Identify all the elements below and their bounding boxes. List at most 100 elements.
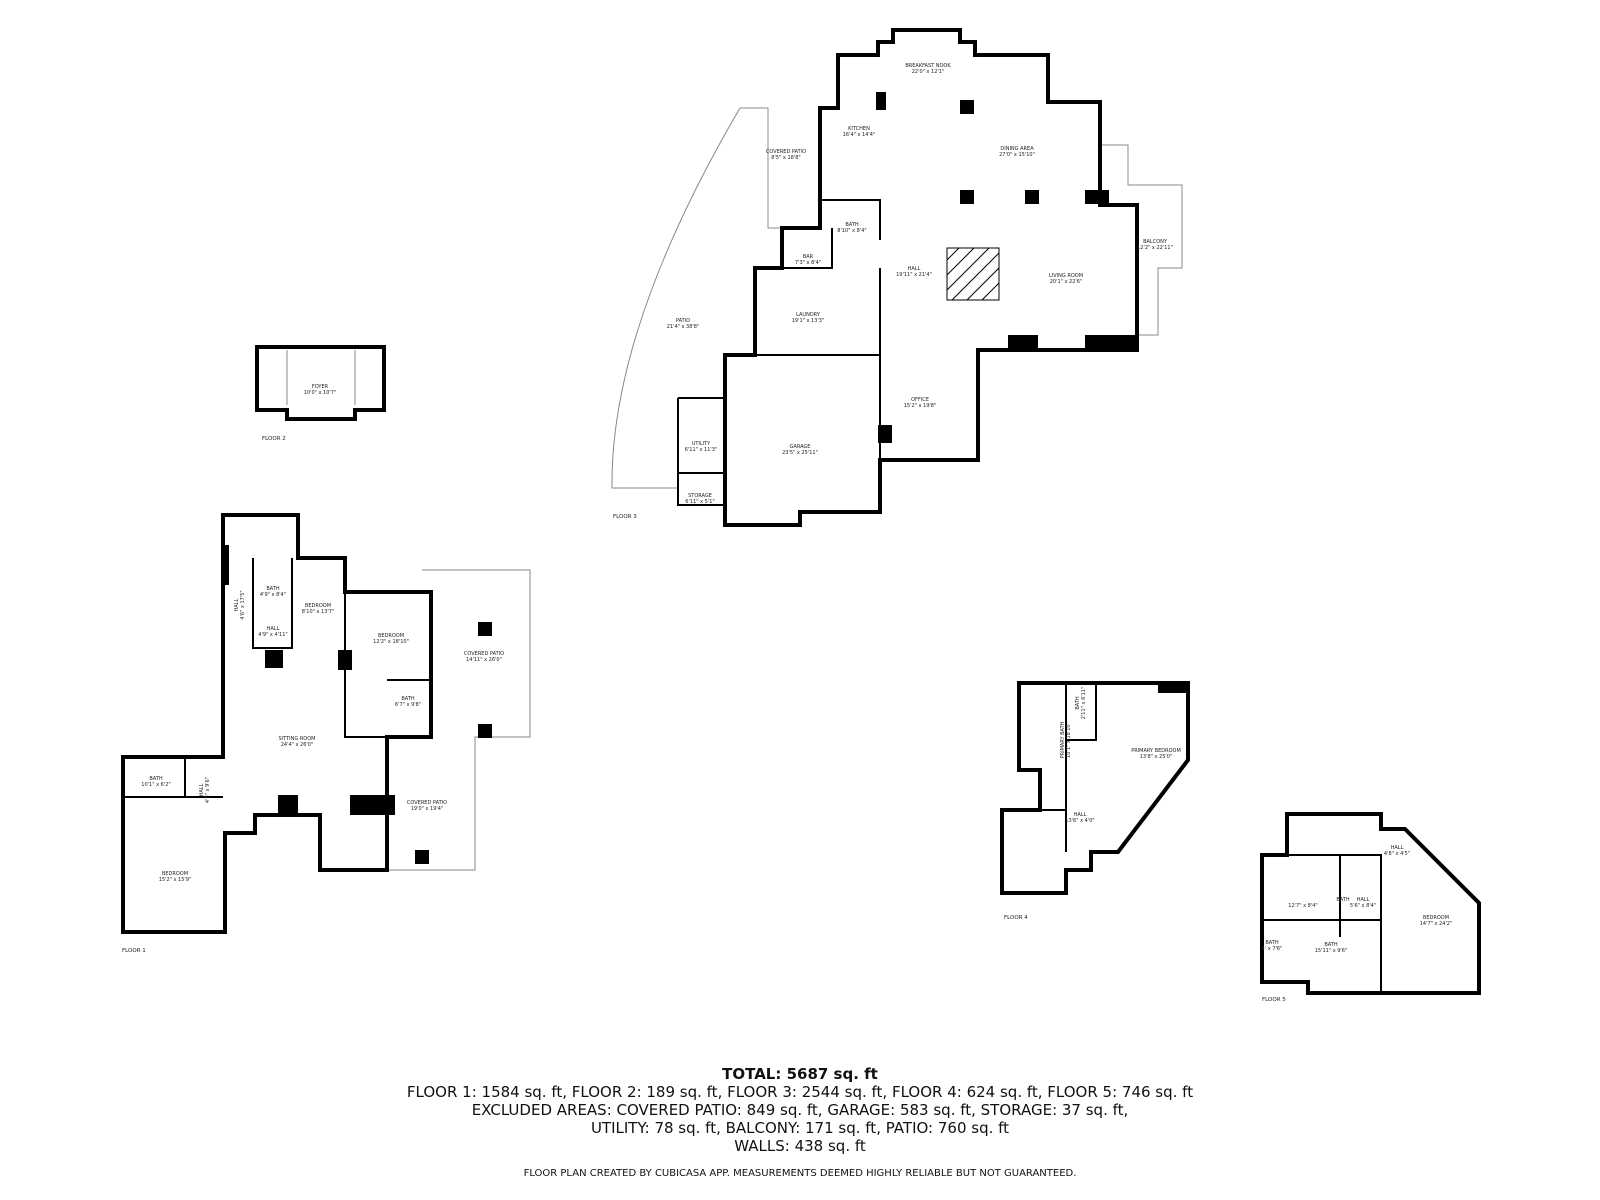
room-name: GARAGE bbox=[790, 444, 811, 450]
room-name: HALL bbox=[267, 626, 280, 632]
room-label: PRIMARY BATH10'1" x 18'10" bbox=[1060, 721, 1072, 758]
room-dimensions: 4'8" x 9'6" bbox=[205, 777, 211, 803]
room-dimensions: 6'7" x 9'8" bbox=[395, 702, 421, 708]
room-name: COVERED PATIO bbox=[464, 651, 504, 657]
wall bbox=[946, 247, 1000, 301]
floor-4-label: FLOOR 4 bbox=[1004, 915, 1028, 921]
room-name: DINING AREA bbox=[1000, 146, 1034, 152]
column bbox=[478, 622, 492, 636]
room-dimensions: 8'10" x 13'7" bbox=[302, 609, 335, 615]
room-label: HALL4'8" x 9'6" bbox=[199, 777, 211, 803]
room-dimensions: 15'11" x 9'6" bbox=[1315, 948, 1348, 954]
wall bbox=[1262, 854, 1382, 993]
room-dimensions: 8'5" x 18'8" bbox=[771, 155, 800, 161]
column bbox=[223, 545, 229, 585]
room-dimensions: 4'9" x 8'4" bbox=[260, 592, 286, 598]
total-area: TOTAL: 5687 sq. ft bbox=[722, 1065, 878, 1083]
room-name: BATH bbox=[401, 696, 415, 702]
room-name: HALL bbox=[1074, 812, 1087, 818]
room-dimensions: 4'9" x 4'11" bbox=[258, 632, 287, 638]
floor-3-label: FLOOR 3 bbox=[613, 514, 637, 520]
room-name: BEDROOM bbox=[1423, 915, 1449, 921]
room-label: HALL4'6" x 17'5" bbox=[234, 590, 246, 619]
room-name: BALCONY bbox=[1143, 239, 1168, 245]
room-name: BATH bbox=[845, 222, 859, 228]
room-dimensions: 15'2" x 15'9" bbox=[159, 877, 192, 883]
column bbox=[876, 92, 886, 110]
room-name: PRIMARY BATH bbox=[1060, 721, 1066, 758]
room-label: BATH2'11" x 6'11" bbox=[1075, 687, 1087, 720]
room-dimensions: 15'2" x 19'8" bbox=[904, 403, 937, 409]
room-dimensions: 5'6" x 8'4" bbox=[1350, 903, 1376, 909]
floor-2-label: FLOOR 2 bbox=[262, 436, 286, 442]
room-dimensions: 6'11" x 5'1" bbox=[685, 499, 714, 505]
room-dimensions: 19'0" x 19'4" bbox=[411, 806, 444, 812]
column bbox=[878, 425, 892, 443]
column bbox=[350, 795, 395, 815]
credit-note: FLOOR PLAN CREATED BY CUBICASA APP. MEAS… bbox=[523, 1168, 1077, 1179]
wall bbox=[1000, 681, 1190, 895]
balcony-outline bbox=[1100, 144, 1183, 336]
room-name: HALL bbox=[1357, 897, 1370, 903]
room-name: LIVING ROOM bbox=[1049, 273, 1083, 279]
column bbox=[1025, 190, 1039, 204]
room-name: FOYER bbox=[312, 384, 329, 390]
room-dimensions: 14'11" x 26'0" bbox=[466, 657, 502, 663]
floor-5-label: FLOOR 5 bbox=[1262, 997, 1286, 1003]
room-name: OFFICE bbox=[911, 397, 929, 403]
column bbox=[960, 100, 974, 114]
room-name: BATH bbox=[1324, 942, 1338, 948]
room-dimensions: 14'7" x 24'2" bbox=[1420, 921, 1453, 927]
column bbox=[338, 650, 352, 670]
room-dimensions: 27'0" x 15'10" bbox=[999, 152, 1035, 158]
room-name: PRIMARY BEDROOM bbox=[1131, 748, 1181, 754]
room-name: BAR bbox=[803, 254, 814, 260]
room-dimensions: 12'2" x 18'10" bbox=[373, 639, 409, 645]
room-name: BEDROOM bbox=[305, 603, 331, 609]
room-dimensions: 19'11" x 21'4" bbox=[896, 272, 932, 278]
column bbox=[415, 850, 429, 864]
room-dimensions: 13'8" x 25'0" bbox=[1140, 754, 1173, 760]
room-dimensions: 4'8" x 4'5" bbox=[1384, 851, 1410, 857]
room-name: BEDROOM bbox=[378, 633, 404, 639]
room-dimensions: 10'1" x 18'10" bbox=[1066, 722, 1072, 758]
column bbox=[1085, 335, 1137, 350]
room-name: HALL bbox=[234, 598, 240, 611]
room-dimensions: 23'5" x 25'11" bbox=[782, 450, 818, 456]
room-dimensions: 12'2" x 22'11" bbox=[1137, 245, 1173, 251]
room-dimensions: 4' x 7'6" bbox=[1262, 946, 1283, 952]
room-dimensions: 21'4" x 38'8" bbox=[667, 324, 700, 330]
room-name: BREAKFAST NOOK bbox=[905, 63, 951, 69]
room-dimensions: 6'11" x 11'3" bbox=[685, 447, 718, 453]
column bbox=[278, 795, 298, 815]
wall bbox=[286, 350, 356, 405]
room-name: COVERED PATIO bbox=[407, 800, 447, 806]
wall bbox=[255, 345, 386, 421]
excluded-areas-continued: UTILITY: 78 sq. ft, BALCONY: 171 sq. ft,… bbox=[590, 1119, 1010, 1137]
column bbox=[960, 190, 974, 204]
